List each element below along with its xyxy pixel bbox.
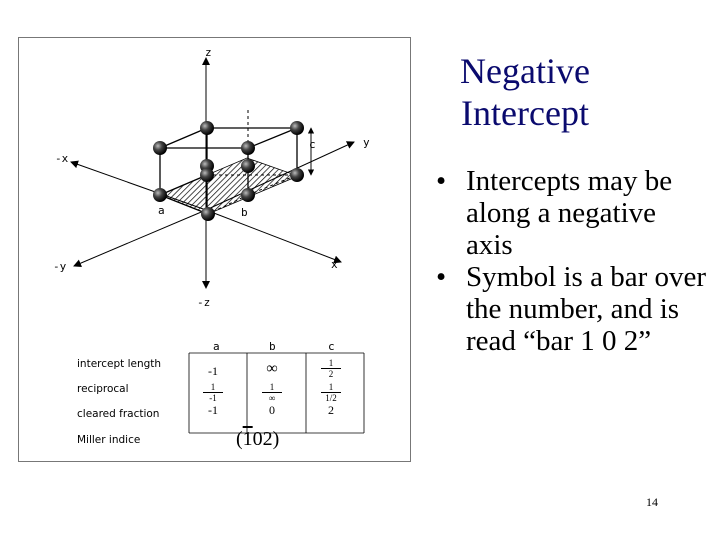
cell-intercept-a: -1 (208, 364, 218, 378)
y-axis-label: y (363, 136, 370, 149)
page-number: 14 (646, 495, 658, 509)
bullet-list: • Intercepts may be along a negative axi… (436, 165, 706, 357)
row-label-cleared: cleared fraction (77, 408, 160, 420)
row-label-miller: Miller indice (77, 434, 141, 446)
x-axis (205, 209, 342, 264)
miller-index: (102) (236, 428, 280, 450)
c-label: c (309, 138, 316, 151)
x-axis-label: x (331, 258, 338, 271)
neg-z-axis-label: -z (197, 296, 211, 309)
bullet-text: Intercepts may be along a negative axis (466, 165, 673, 261)
table-grid (188, 352, 365, 434)
atom (241, 159, 255, 173)
crystal-figure: z -z y -y x -x a b c a b c intercept len… (18, 37, 411, 462)
atom (241, 141, 255, 155)
atom (153, 188, 167, 202)
cell-cleared-c: 2 (328, 403, 334, 417)
bullet-icon: • (436, 261, 447, 293)
bullet-item: • Intercepts may be along a negative axi… (436, 165, 706, 261)
cell-cleared-a: -1 (208, 403, 218, 417)
unit-cell-diagram (70, 57, 365, 434)
neg-y-axis (73, 209, 207, 267)
a-label: a (158, 204, 165, 217)
b-label: b (241, 206, 248, 219)
slide-title: Negative Intercept (420, 50, 630, 134)
atom (153, 141, 167, 155)
cell-intercept-b: ∞ (266, 360, 278, 377)
bullet-icon: • (436, 165, 447, 197)
bar-digit: 1 (242, 428, 253, 450)
atom (290, 121, 304, 135)
bullet-text: Symbol is a bar over the number, and is … (466, 261, 707, 357)
bullet-item: • Symbol is a bar over the number, and i… (436, 261, 706, 357)
cell-reciprocal-a: 1-1 (200, 382, 226, 403)
neg-y-axis-label: -y (53, 260, 67, 273)
neg-x-axis-label: -x (55, 152, 69, 165)
row-label-reciprocal: reciprocal (77, 383, 129, 395)
cell-cleared-b: 0 (269, 403, 275, 417)
table-header-a: a (213, 340, 220, 353)
table-header-c: c (328, 340, 335, 353)
cell-reciprocal-b: 1∞ (259, 382, 285, 403)
row-label-intercept: intercept length (77, 358, 162, 370)
title-line-2: Intercept (461, 93, 589, 133)
atom (200, 168, 214, 182)
z-axis-label: z (205, 46, 212, 59)
atoms (153, 121, 304, 221)
atom (200, 121, 214, 135)
atom (201, 207, 215, 221)
atom (290, 168, 304, 182)
table-header-b: b (269, 340, 276, 353)
title-line-1: Negative (460, 51, 590, 91)
atom (241, 188, 255, 202)
